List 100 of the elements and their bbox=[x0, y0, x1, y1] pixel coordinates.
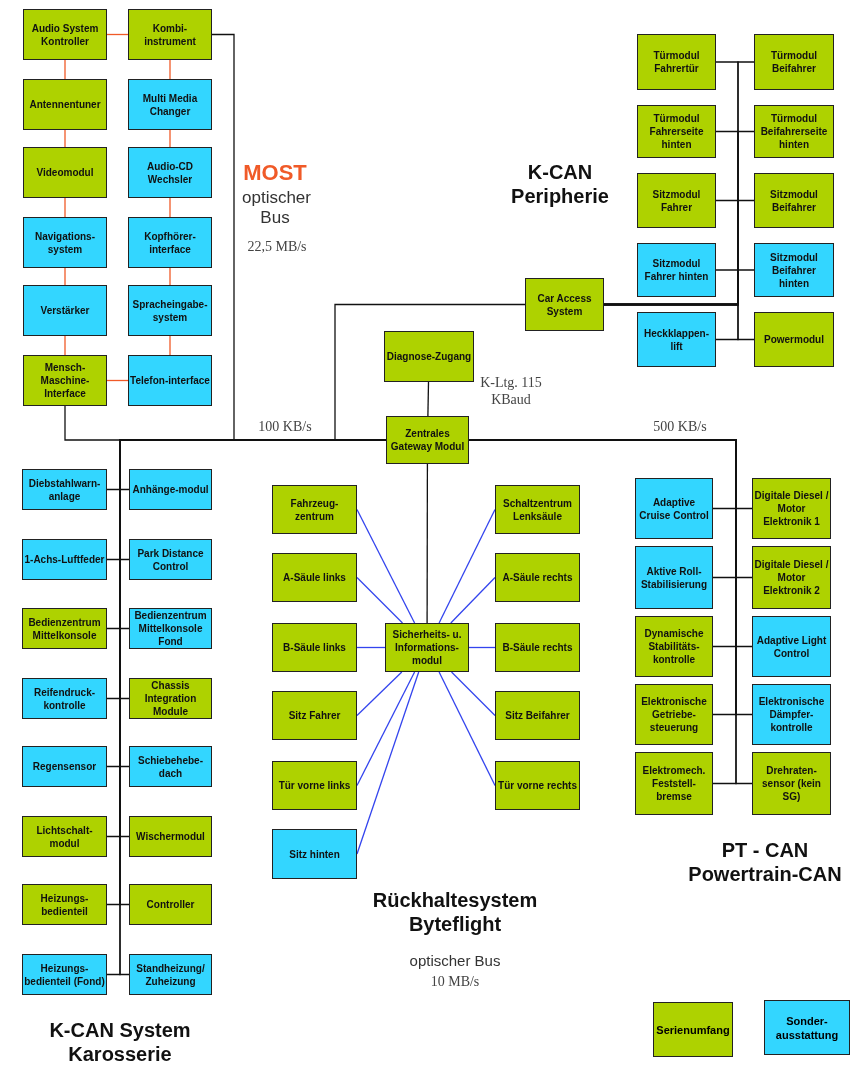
section-title: PT - CAN Powertrain-CAN bbox=[687, 838, 843, 886]
module-name: Bedienzentrum Mittelkonsole bbox=[27, 615, 102, 642]
module-box bbox=[495, 623, 580, 672]
module-name: Türmodul Fahrerseite hinten bbox=[648, 112, 705, 151]
module-name: Spracheingabe-system bbox=[131, 297, 209, 324]
module-box bbox=[752, 752, 831, 815]
module-name: Sitzmodul Beifahrer bbox=[769, 187, 819, 214]
module-name: Heizungs-bedienteil bbox=[39, 891, 90, 918]
module-name: Diebstahlwarn-anlage bbox=[27, 476, 102, 503]
module-name: Antennentuner bbox=[29, 98, 101, 111]
module-name: Standheizung/Zuheizung bbox=[135, 961, 206, 988]
module-box bbox=[22, 678, 107, 719]
module-box bbox=[22, 884, 107, 925]
module-name: Türmodul Beifahrer bbox=[769, 49, 819, 75]
module-name: Sitz hinten bbox=[289, 847, 340, 861]
module-name: Aktive Roll-Stabilisierung bbox=[639, 564, 709, 591]
module-name: B-Säule links bbox=[283, 641, 346, 654]
module-box bbox=[637, 312, 716, 367]
module-name: Sitzmodul Fahrer hinten bbox=[643, 257, 710, 283]
module-box bbox=[23, 147, 107, 198]
module-box bbox=[635, 616, 713, 677]
module-name: Zentrales Gateway Modul bbox=[389, 427, 466, 453]
module-box bbox=[128, 355, 212, 406]
module-name: Adaptive Cruise Control bbox=[638, 495, 710, 522]
module-name: Schiebehebe-dach bbox=[137, 753, 204, 780]
module-name: B-Säule rechts bbox=[502, 641, 573, 654]
connector-line bbox=[356, 671, 420, 855]
module-name: Elektronische Dämpfer-kontrolle bbox=[757, 695, 826, 734]
connector-line bbox=[438, 671, 496, 787]
module-name: Videomodul bbox=[36, 166, 94, 179]
connector-line bbox=[169, 59, 171, 80]
module-box bbox=[272, 829, 357, 879]
module-name: Audio System Kontroller bbox=[30, 21, 100, 48]
module-name: Bedienzentrum Mittelkonsole Fond bbox=[133, 609, 208, 648]
module-name: Anhänge-modul bbox=[132, 483, 209, 496]
connector-line bbox=[356, 508, 416, 624]
module-name: Lichtschalt-modul bbox=[35, 823, 94, 850]
legend-text: Sonder-ausstattung bbox=[774, 1013, 840, 1042]
module-name: Heizungs-bedienteil (Fond) bbox=[24, 961, 105, 988]
module-name: Reifendruck-kontrolle bbox=[32, 685, 97, 712]
module-box bbox=[637, 173, 716, 228]
module-box bbox=[752, 684, 831, 745]
module-box bbox=[635, 752, 713, 815]
module-box bbox=[384, 331, 474, 382]
module-name: Elektromech. Feststell-bremse bbox=[641, 764, 707, 803]
module-name: Telefon-interface bbox=[130, 374, 210, 387]
module-box bbox=[129, 469, 212, 510]
connector-line bbox=[450, 671, 496, 717]
module-name: Verstärker bbox=[40, 304, 90, 317]
module-name: Park Distance Control bbox=[136, 546, 205, 573]
module-box bbox=[128, 79, 212, 130]
module-name: Car Access System bbox=[536, 291, 593, 318]
module-box bbox=[754, 173, 834, 228]
module-box bbox=[22, 746, 107, 787]
module-box bbox=[128, 217, 212, 268]
module-box bbox=[272, 485, 357, 534]
module-name: Schaltzentrum Lenksäule bbox=[502, 496, 573, 523]
module-name: Chassis Integration Module bbox=[143, 679, 198, 718]
module-box bbox=[637, 243, 716, 297]
module-box bbox=[129, 816, 212, 857]
module-box bbox=[637, 105, 716, 158]
connector-line bbox=[356, 671, 416, 787]
module-name: Digitale Diesel /Motor Elektronik 1 bbox=[754, 489, 829, 528]
module-box bbox=[752, 478, 831, 539]
module-name: Sitz Beifahrer bbox=[505, 709, 570, 722]
module-name: Sitzmodul Fahrer bbox=[651, 187, 702, 214]
module-name: Audio-CD Wechsler bbox=[145, 159, 195, 186]
module-box bbox=[754, 105, 834, 158]
module-name: Diagnose-Zugang bbox=[386, 350, 472, 363]
module-box bbox=[272, 761, 357, 810]
module-name: Adaptive Light Control bbox=[755, 633, 828, 660]
module-box bbox=[129, 678, 212, 719]
module-name: Türmodul Beifahrerseite hinten bbox=[759, 112, 829, 151]
module-box bbox=[385, 623, 469, 672]
connector-line bbox=[356, 576, 404, 624]
connector-line bbox=[106, 379, 129, 382]
module-box bbox=[129, 539, 212, 580]
connector-line bbox=[169, 197, 171, 218]
module-box bbox=[128, 147, 212, 198]
module-box bbox=[23, 217, 107, 268]
module-name: Elektronische Getriebe-steuerung bbox=[640, 695, 708, 734]
connector-line bbox=[426, 463, 429, 624]
module-box bbox=[23, 9, 107, 60]
module-name: Digitale Diesel /Motor Elektronik 2 bbox=[754, 558, 829, 597]
module-name: Türmodul Fahrertür bbox=[652, 49, 701, 75]
connector-line bbox=[450, 576, 496, 624]
module-box bbox=[22, 469, 107, 510]
module-box bbox=[752, 546, 831, 609]
module-box bbox=[129, 746, 212, 787]
module-name: Navigations-system bbox=[34, 229, 96, 256]
module-name: Sitzmodul Beifahrer hinten bbox=[769, 250, 819, 290]
module-box bbox=[272, 691, 357, 740]
module-box bbox=[22, 816, 107, 857]
module-box bbox=[129, 884, 212, 925]
connector-line bbox=[64, 335, 66, 356]
module-box bbox=[22, 608, 107, 649]
connector-line bbox=[106, 33, 129, 36]
bus-label: 500 KB/s bbox=[652, 418, 708, 435]
module-box bbox=[752, 616, 831, 677]
module-name: Regensensor bbox=[32, 760, 97, 773]
